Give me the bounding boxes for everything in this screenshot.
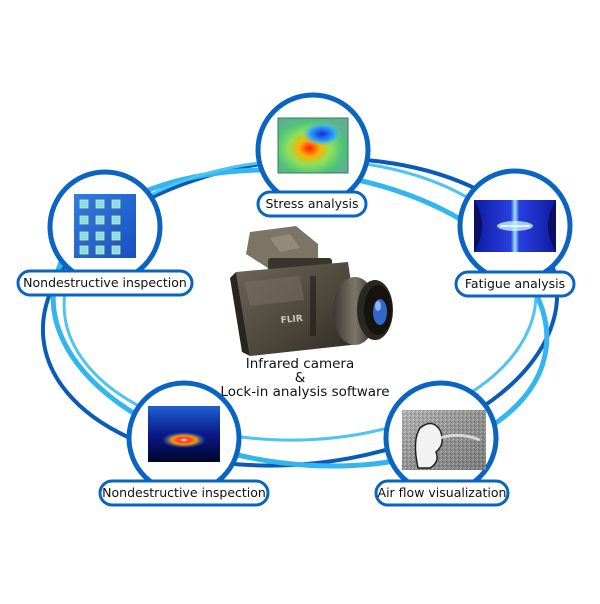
camera-brand-label: FLIR	[280, 314, 303, 326]
label-nondestructive-inspection-left: Nondestructive inspection	[23, 275, 187, 290]
infrared-camera-image	[230, 226, 393, 356]
center-caption-line3: Lock-in analysis software	[220, 384, 389, 400]
fatigue-thermal-image	[474, 200, 556, 252]
label-fatigue-analysis: Fatigue analysis	[465, 276, 565, 291]
center-caption-ampersand: &	[295, 370, 306, 386]
node-nondestructive-inspection-left: Nondestructive inspection	[16, 169, 194, 297]
stress-thermal-image	[277, 117, 349, 174]
ndt-hotspot-image	[148, 406, 220, 462]
ndt-grid-image	[74, 194, 136, 258]
air-flow-image	[402, 410, 486, 470]
node-nondestructive-inspection-bottom: Nondestructive inspection	[98, 380, 270, 507]
node-stress-analysis: Stress analysis	[255, 92, 371, 218]
label-stress-analysis: Stress analysis	[266, 196, 359, 211]
center-caption-line1: Infrared camera	[246, 356, 355, 372]
label-air-flow-visualization: Air flow visualization	[378, 485, 507, 500]
label-nondestructive-inspection-bottom: Nondestructive inspection	[102, 485, 266, 500]
node-air-flow-visualization: Air flow visualization	[374, 380, 510, 507]
node-fatigue-analysis: Fatigue analysis	[454, 168, 576, 298]
